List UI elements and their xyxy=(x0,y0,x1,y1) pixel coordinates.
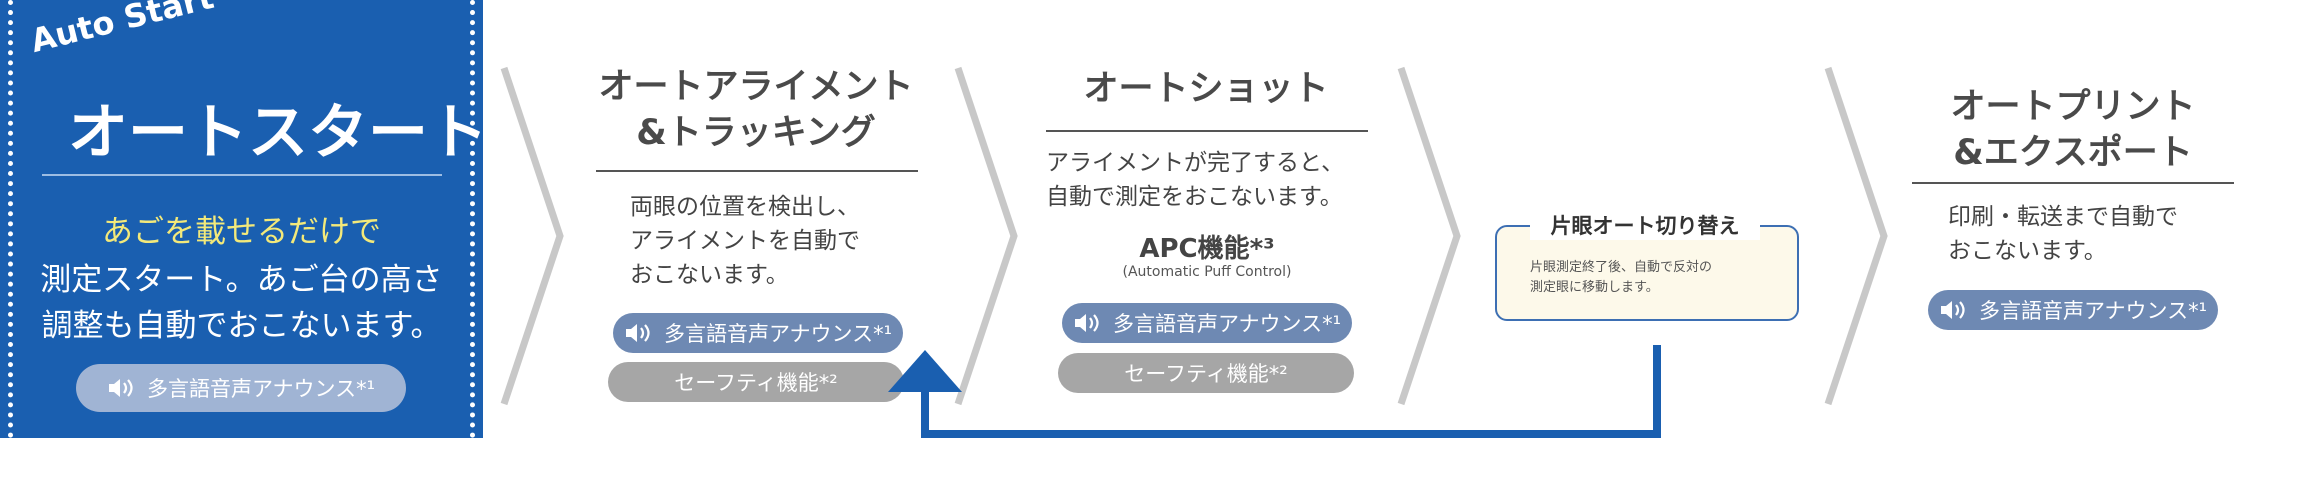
autoshot-safety-pill: セーフティ機能*² xyxy=(1058,353,1354,393)
apc-function-label: APC機能*³ xyxy=(1139,234,1275,264)
autoprint-heading-line-2: &エクスポート xyxy=(1953,133,2193,173)
autoshot-safety-label: セーフティ機能*² xyxy=(1124,362,1288,386)
alignment-announce-label: 多言語音声アナウンス*¹ xyxy=(663,322,893,346)
start-announce-label: 多言語音声アナウンス*¹ xyxy=(146,377,376,401)
chevron-arrow-1 xyxy=(500,66,564,406)
alignment-body-line-3: おこないます。 xyxy=(630,262,789,288)
alignment-heading-line-1: オートアライメント xyxy=(598,67,914,107)
speaker-icon xyxy=(1939,299,1967,321)
alignment-safety-label: セーフティ機能*² xyxy=(674,371,838,395)
autoprint-body-line-1: 印刷・転送まで自動で xyxy=(1948,204,2178,230)
autoshot-body-line-1: アライメントが完了すると、 xyxy=(1046,150,1345,176)
alignment-heading-line-2: &トラッキング xyxy=(636,113,876,153)
alignment-heading: オートアライメント &トラッキング xyxy=(596,64,916,156)
autoshot-rule xyxy=(1046,130,1368,132)
autoprint-body: 印刷・転送まで自動で おこないます。 xyxy=(1948,200,2178,268)
autoshot-body-line-2: 自動で測定をおこないます。 xyxy=(1046,184,1343,210)
alignment-body: 両眼の位置を検出し、 アライメントを自動で おこないます。 xyxy=(630,190,860,292)
autoprint-rule xyxy=(1912,182,2234,184)
autoshot-announce-label: 多言語音声アナウンス*¹ xyxy=(1112,312,1342,336)
alignment-body-line-1: 両眼の位置を検出し、 xyxy=(630,194,860,220)
apc-function-sub: (Automatic Puff Control) xyxy=(1122,264,1292,280)
start-text-line-2: 測定スタート。あご台の高さ xyxy=(40,262,443,298)
start-text-line-3: 調整も自動でおこないます。 xyxy=(41,308,442,344)
single-eye-switch-box xyxy=(1495,225,1799,321)
loop-arrow-head xyxy=(888,350,962,392)
autoshot-announce-pill: 多言語音声アナウンス*¹ xyxy=(1062,303,1352,343)
autoshot-heading: オートショット xyxy=(1083,69,1329,109)
autoprint-announce-pill: 多言語音声アナウンス*¹ xyxy=(1928,290,2218,330)
start-divider xyxy=(42,174,442,176)
autoprint-body-line-2: おこないます。 xyxy=(1948,238,2107,264)
chevron-arrow-4 xyxy=(1824,66,1888,406)
speaker-icon xyxy=(1073,312,1101,334)
start-highlight-text: あごを載せるだけで xyxy=(102,214,381,250)
autoprint-announce-label: 多言語音声アナウンス*¹ xyxy=(1978,299,2208,323)
autoshot-body: アライメントが完了すると、 自動で測定をおこないます。 xyxy=(1046,146,1344,214)
alignment-safety-pill: セーフティ機能*² xyxy=(608,362,904,402)
single-eye-switch-title: 片眼オート切り替え xyxy=(1530,210,1760,240)
switch-body-line-2: 測定眼に移動します。 xyxy=(1530,280,1659,295)
autoprint-heading: オートプリント &エクスポート xyxy=(1912,84,2234,176)
dotted-border-right xyxy=(470,0,475,438)
speaker-icon xyxy=(107,377,135,399)
auto-start-title: オートスタート xyxy=(68,98,488,168)
switch-body-line-1: 片眼測定終了後、自動で反対の xyxy=(1530,260,1713,275)
start-announce-pill: 多言語音声アナウンス*¹ xyxy=(76,364,406,412)
autoprint-heading-line-1: オートプリント xyxy=(1950,87,2196,127)
alignment-rule xyxy=(596,170,918,172)
alignment-announce-pill: 多言語音声アナウンス*¹ xyxy=(613,313,903,353)
single-eye-switch-body: 片眼測定終了後、自動で反対の 測定眼に移動します。 xyxy=(1530,258,1712,298)
chevron-arrow-3 xyxy=(1397,66,1461,406)
loop-arrow-line xyxy=(921,345,1661,438)
alignment-body-line-2: アライメントを自動で xyxy=(630,228,860,254)
speaker-icon xyxy=(624,322,652,344)
chevron-arrow-2 xyxy=(954,66,1018,406)
dotted-border-left xyxy=(8,0,13,438)
